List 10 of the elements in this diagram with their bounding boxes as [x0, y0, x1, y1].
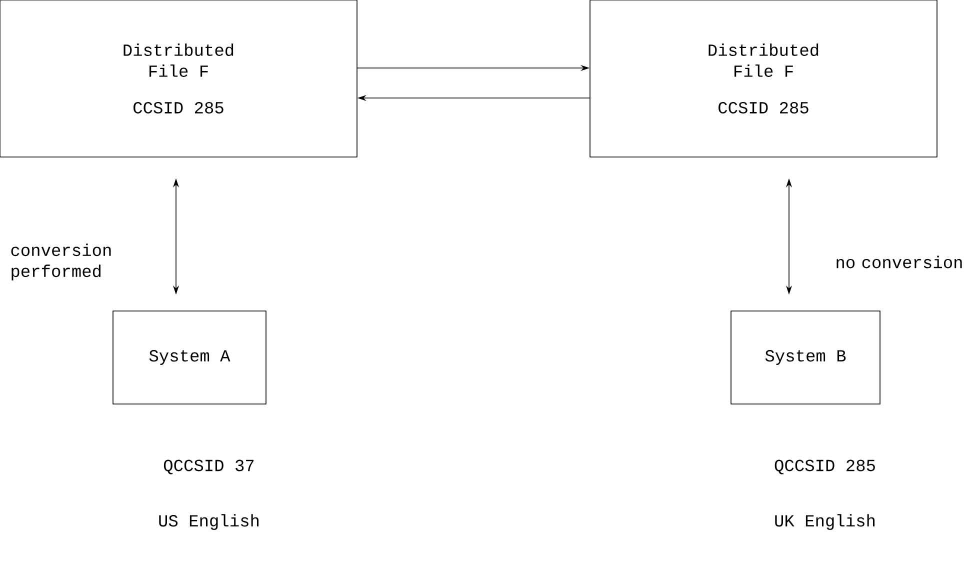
node-caption: UK English	[775, 514, 874, 530]
node-caption: US English	[159, 514, 258, 530]
process-box: System B	[730, 310, 880, 404]
edge-label: no conversion	[836, 256, 962, 268]
node-caption: QCCSID 285	[774, 460, 875, 474]
process-box: Distributed File F CCSID 285	[590, 0, 938, 158]
process-box: System A	[112, 310, 266, 404]
process-box: Distributed File F CCSID 285	[0, 0, 358, 158]
node-caption: QCCSID 37	[164, 460, 254, 474]
edge-label: conversion performed	[11, 244, 111, 280]
